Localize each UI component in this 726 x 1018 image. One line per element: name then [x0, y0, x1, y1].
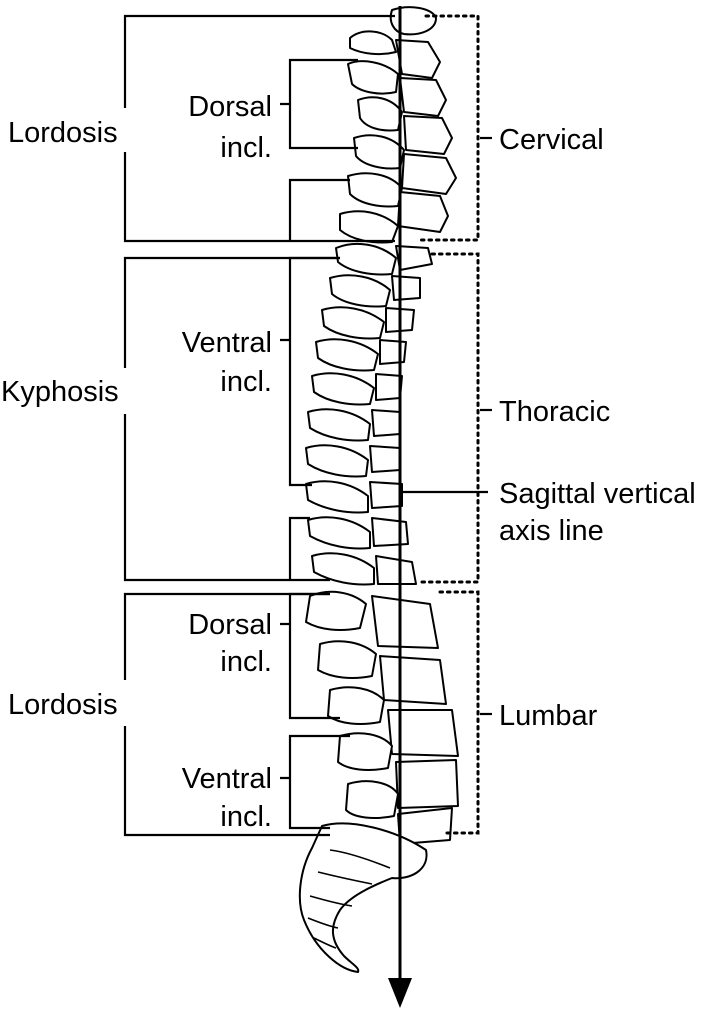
kyphosis-label: Kyphosis — [1, 376, 119, 408]
ventral-incl-label-1-line1: Ventral — [182, 327, 272, 359]
dorsal-incl-label-2-line1: Dorsal — [188, 609, 272, 641]
incl-bracket-4 — [280, 734, 350, 830]
lordosis-label-upper: Lordosis — [8, 117, 118, 149]
inclination-brackets — [280, 58, 358, 830]
thoracic-bracket — [416, 252, 480, 584]
lumbar-label: Lumbar — [499, 700, 598, 732]
lordosis-bracket-upper — [123, 14, 395, 243]
axis-label-line1: Sagittal vertical — [499, 478, 696, 510]
dorsal-incl-label-1-line1: Dorsal — [188, 91, 272, 123]
thoracic-label: Thoracic — [499, 396, 610, 428]
sacrum-coccyx — [298, 822, 428, 973]
axis-labels: Sagittal vertical axis line — [499, 478, 696, 547]
spine-illustration — [298, 6, 459, 973]
ventral-incl-label-2-line1: Ventral — [182, 763, 272, 795]
thoracic-vertebrae — [305, 242, 433, 586]
incl-bracket-3 — [280, 592, 340, 720]
cervical-vertebrae — [339, 6, 457, 244]
cervical-bracket — [416, 14, 480, 242]
lordosis-bracket-lower — [123, 592, 330, 837]
lordosis-label-lower: Lordosis — [8, 689, 118, 721]
right-brackets — [402, 14, 492, 835]
left-brackets — [123, 14, 395, 837]
axis-label-line2: axis line — [499, 515, 604, 547]
incl-bracket-2-bottom — [288, 516, 310, 580]
ventral-incl-label-2-line2: incl. — [220, 801, 272, 833]
sagittal-vertical-axis — [388, 6, 412, 1008]
left-region-labels: Lordosis Kyphosis Lordosis — [1, 117, 119, 721]
incl-bracket-2 — [280, 256, 340, 487]
cervical-label: Cervical — [499, 124, 604, 156]
lumbar-vertebrae — [305, 590, 459, 845]
dorsal-incl-label-1-line2: incl. — [220, 132, 272, 164]
dorsal-incl-label-2-line2: incl. — [220, 646, 272, 678]
kyphosis-bracket — [123, 256, 340, 582]
axis-arrowhead — [388, 978, 412, 1008]
inclination-labels: Dorsal incl. Ventral incl. Dorsal incl. … — [182, 91, 272, 833]
incl-bracket-2-top — [288, 178, 350, 241]
right-region-labels: Cervical Thoracic Lumbar — [499, 124, 610, 732]
incl-bracket-1 — [280, 58, 358, 150]
ventral-incl-label-1-line2: incl. — [220, 366, 272, 398]
lumbar-bracket — [438, 590, 480, 835]
